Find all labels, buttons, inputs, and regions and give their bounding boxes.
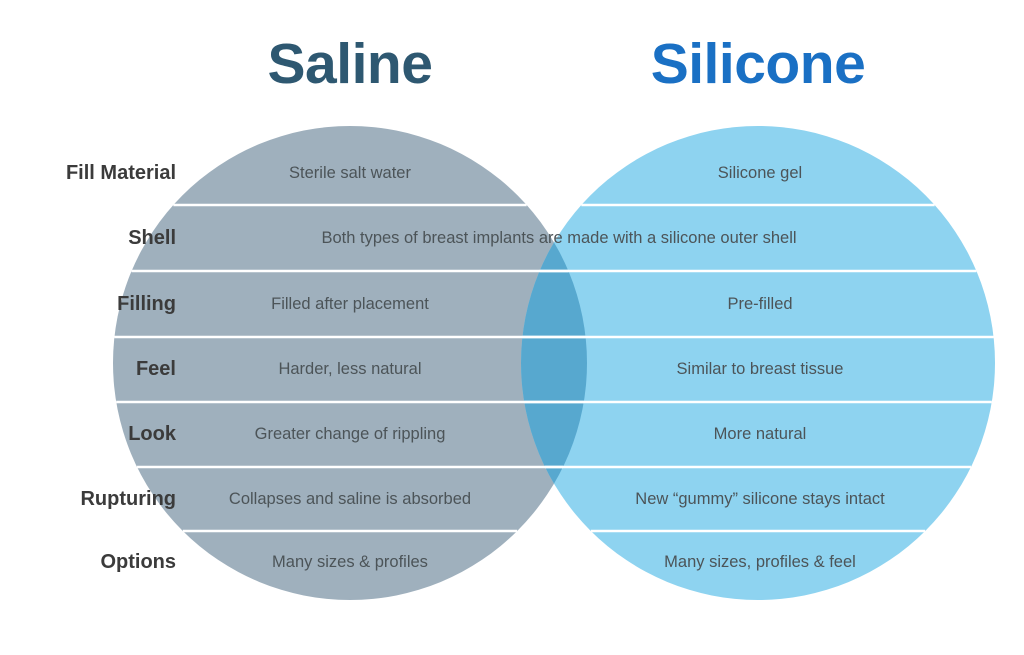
row-label-options: Options: [100, 551, 176, 573]
row-label-rupturing: Rupturing: [80, 488, 176, 510]
cell-saline-rupturing: Collapses and saline is absorbed: [228, 489, 472, 508]
cell-shared-shell: Both types of breast implants are made w…: [321, 228, 797, 247]
saline-circle: [113, 126, 587, 600]
row-label-look: Look: [128, 423, 176, 445]
cell-silicone-options: Many sizes, profiles & feel: [664, 552, 856, 571]
cell-silicone-fill-material: Silicone gel: [717, 163, 803, 182]
title-saline: Saline: [267, 32, 433, 96]
cell-silicone-rupturing: New “gummy” silicone stays intact: [635, 489, 885, 508]
cell-saline-options: Many sizes & profiles: [272, 552, 428, 571]
row-divider-lines: [114, 203, 994, 533]
cell-silicone-look: More natural: [713, 424, 807, 443]
cell-saline-fill-material: Sterile salt water: [289, 163, 411, 182]
cell-silicone-feel: Similar to breast tissue: [676, 359, 844, 378]
silicone-circle: [521, 126, 995, 600]
cell-saline-feel: Harder, less natural: [278, 359, 422, 378]
cell-saline-filling: Filled after placement: [271, 294, 429, 313]
cell-silicone-filling: Pre-filled: [727, 294, 793, 313]
title-silicone: Silicone: [650, 32, 866, 96]
row-label-shell: Shell: [128, 227, 176, 249]
cell-saline-look: Greater change of rippling: [254, 424, 446, 443]
row-label-filling: Filling: [117, 293, 176, 315]
row-label-fill-material: Fill Material: [65, 162, 176, 184]
row-label-feel: Feel: [135, 358, 176, 380]
